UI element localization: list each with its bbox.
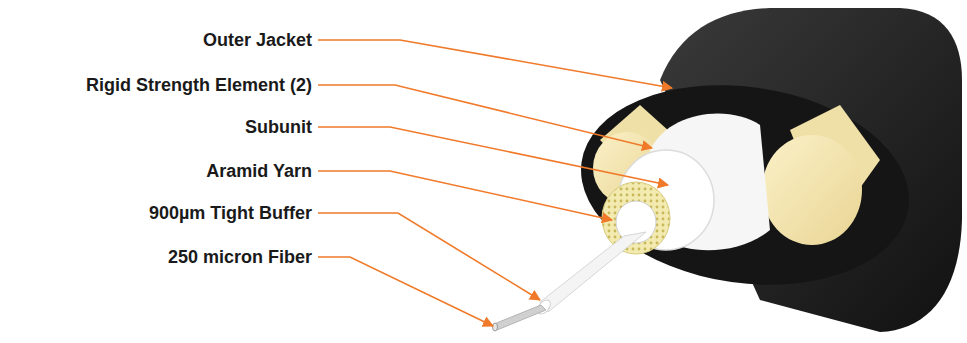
part-label: Aramid Yarn — [206, 160, 312, 182]
part-label: Subunit — [245, 116, 312, 138]
part-label: Outer Jacket — [203, 29, 312, 51]
part-label: Rigid Strength Element (2) — [86, 74, 312, 96]
part-label: 900µm Tight Buffer — [149, 202, 312, 224]
part-label: 250 micron Fiber — [168, 246, 312, 268]
